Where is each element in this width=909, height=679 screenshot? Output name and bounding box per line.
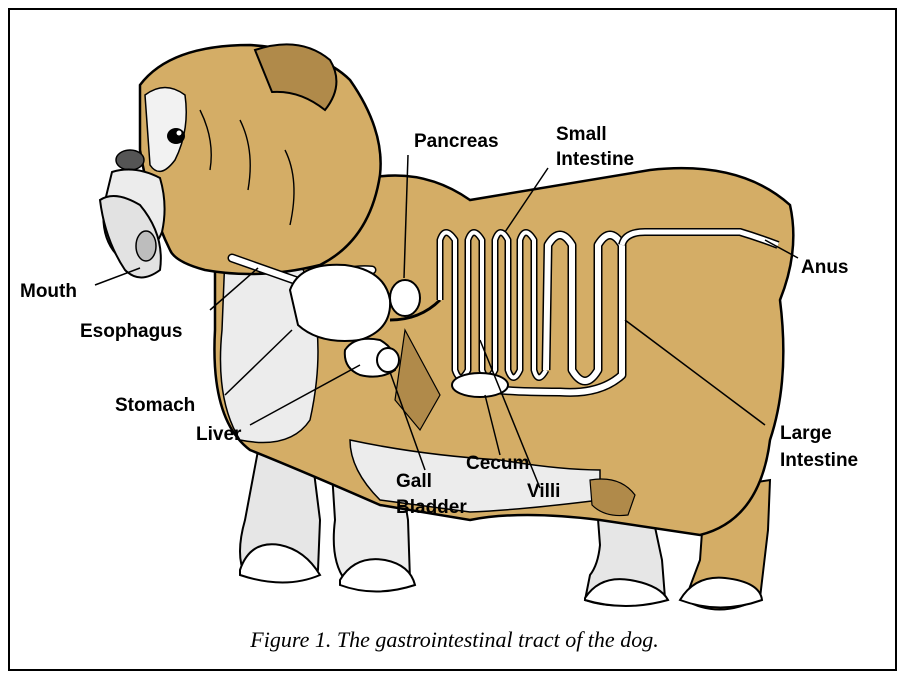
nose: [116, 150, 144, 170]
label-mouth: Mouth: [20, 280, 77, 303]
gall-bladder-organ: [377, 348, 399, 372]
label-pancreas: Pancreas: [414, 130, 499, 153]
label-cecum: Cecum: [466, 452, 529, 475]
label-small-intestine-1: Small: [556, 123, 607, 146]
label-stomach: Stomach: [115, 394, 195, 417]
label-large-intestine-1: Large: [780, 422, 832, 445]
label-gall-bladder-2: Bladder: [396, 496, 467, 519]
label-esophagus: Esophagus: [80, 320, 182, 343]
eye: [167, 128, 185, 144]
cecum-organ: [452, 373, 508, 397]
pancreas-organ: [390, 280, 420, 316]
label-liver: Liver: [196, 423, 241, 446]
stomach-organ: [290, 265, 390, 341]
label-villi: Villi: [527, 480, 560, 503]
figure-caption: Figure 1. The gastrointestinal tract of …: [0, 627, 909, 653]
label-anus: Anus: [801, 256, 849, 279]
label-small-intestine-2: Intestine: [556, 148, 634, 171]
tongue: [136, 231, 156, 261]
label-gall-bladder-1: Gall: [396, 470, 432, 493]
dog-head: [140, 45, 381, 274]
label-large-intestine-2: Intestine: [780, 449, 858, 472]
